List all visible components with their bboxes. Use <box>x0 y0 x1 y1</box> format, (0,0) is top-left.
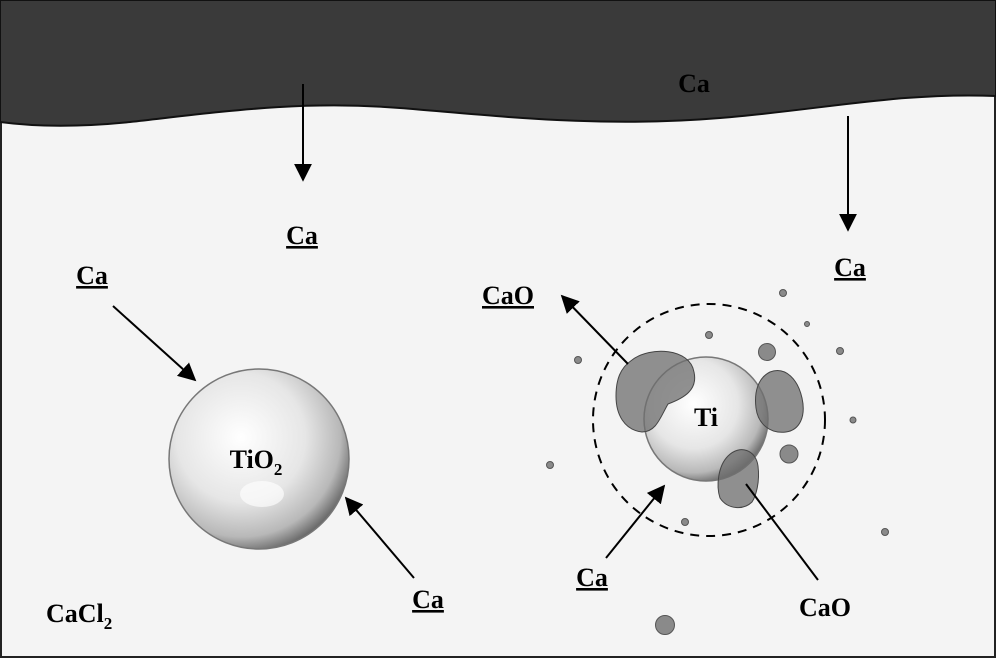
cao-bottom-label: CaO <box>799 593 851 622</box>
ca-bottom-right-label: Ca <box>576 563 608 592</box>
cao-blob-left <box>615 350 696 433</box>
particle <box>779 444 799 464</box>
cao-blob-right <box>755 370 804 433</box>
particle <box>758 343 776 361</box>
particle <box>849 416 857 424</box>
cao-blob-bottom <box>717 449 759 508</box>
ca-top-left-label: Ca <box>76 261 108 290</box>
ca-layer-label: Ca <box>678 69 710 98</box>
arrow-ca-to-tio2-top <box>112 305 197 382</box>
ca-bottom-left-label: Ca <box>412 585 444 614</box>
arrow-ca-to-tio2-bottom <box>344 496 415 579</box>
particle <box>546 461 554 469</box>
tio2-sphere <box>168 368 350 550</box>
tio2-label: TiO2 <box>230 445 283 479</box>
ca-drop-right-label: Ca <box>834 253 866 282</box>
calcium-layer <box>0 0 996 127</box>
particle <box>705 331 713 339</box>
ti-label: Ti <box>694 403 718 432</box>
reaction-boundary <box>592 303 826 537</box>
ca-drop-left-label: Ca <box>286 221 318 250</box>
particle <box>804 321 810 327</box>
cacl2-label: CaCl2 <box>46 599 112 633</box>
particle <box>655 615 675 635</box>
arrow-to-cao-top <box>560 294 629 365</box>
particle <box>881 528 889 536</box>
tio2-highlight <box>240 481 284 507</box>
arrow-ca-to-ti <box>605 484 666 559</box>
pointer-cao-bottom <box>745 483 819 581</box>
particle <box>836 347 844 355</box>
cao-particles <box>546 289 889 635</box>
particle <box>681 518 689 526</box>
particle <box>574 356 582 364</box>
cao-top-label: CaO <box>482 281 534 310</box>
particle <box>779 289 787 297</box>
